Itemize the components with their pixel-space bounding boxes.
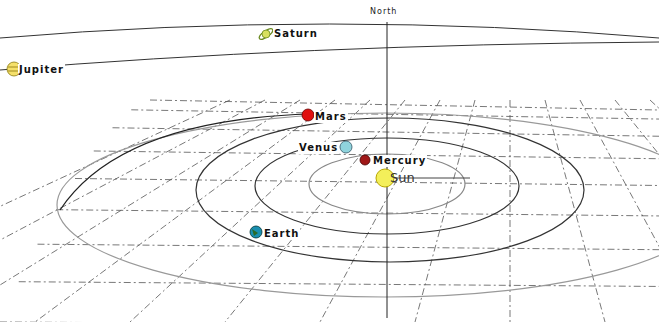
planet-label: Jupiter bbox=[18, 64, 65, 76]
axis-label: North bbox=[369, 6, 398, 18]
grid-line bbox=[35, 100, 335, 322]
planet-label: Mars bbox=[314, 111, 348, 123]
planet-label: Earth bbox=[263, 228, 300, 240]
grid-line bbox=[615, 100, 659, 322]
grid-line bbox=[113, 128, 659, 137]
grid-line bbox=[0, 100, 265, 322]
grid-line bbox=[650, 100, 659, 322]
grid-line bbox=[56, 210, 659, 216]
grid-line bbox=[0, 100, 230, 322]
planet-label: Venus bbox=[298, 142, 339, 154]
star-label: Sun bbox=[389, 172, 416, 184]
planet-label: Saturn bbox=[273, 28, 319, 40]
grid-line bbox=[0, 100, 300, 322]
grid-line bbox=[38, 244, 659, 250]
planet-label: Mercury bbox=[372, 155, 427, 167]
